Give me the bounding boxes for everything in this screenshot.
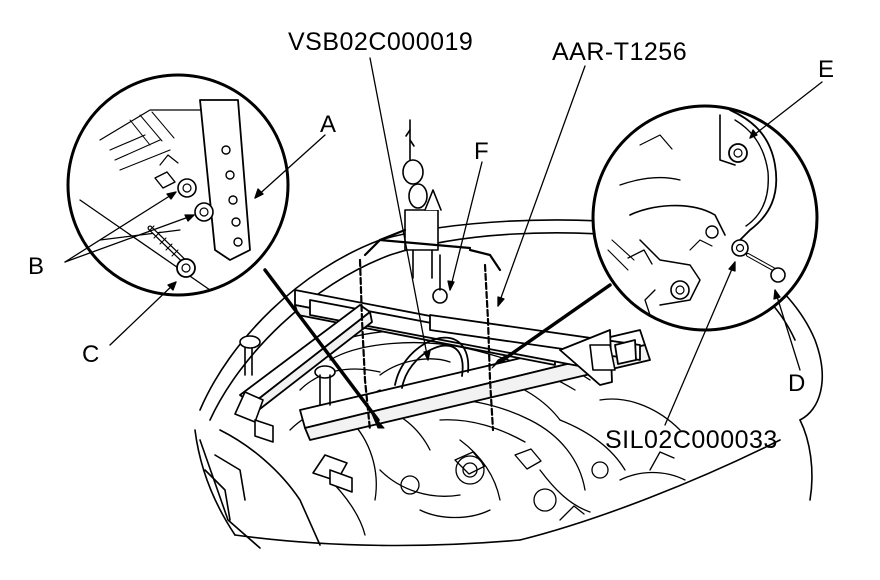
leader-left-to-engine (263, 268, 385, 429)
callout-label-b: B (28, 253, 45, 280)
callout-leaders (64, 57, 823, 426)
support-feet (234, 335, 616, 493)
support-beam-long (239, 289, 651, 441)
detail-circle-left (66, 73, 290, 297)
callout-label-f: F (474, 138, 490, 165)
callout-label-c: C (82, 341, 100, 368)
part-number-engine-support-hanger: AAR-T1256 (552, 38, 688, 66)
hanger-attachment-rod (394, 336, 470, 389)
detail-circle-right (591, 104, 819, 332)
callout-label-e: E (818, 56, 835, 83)
part-number-hanger-attachment: VSB02C000019 (288, 28, 474, 56)
callout-label-a: A (320, 111, 337, 138)
callout-label-d: D (788, 370, 806, 397)
leader-right-to-engine (491, 283, 612, 369)
hook-assembly (402, 119, 448, 304)
part-number-bracket-tool: SIL02C000033 (605, 426, 778, 454)
